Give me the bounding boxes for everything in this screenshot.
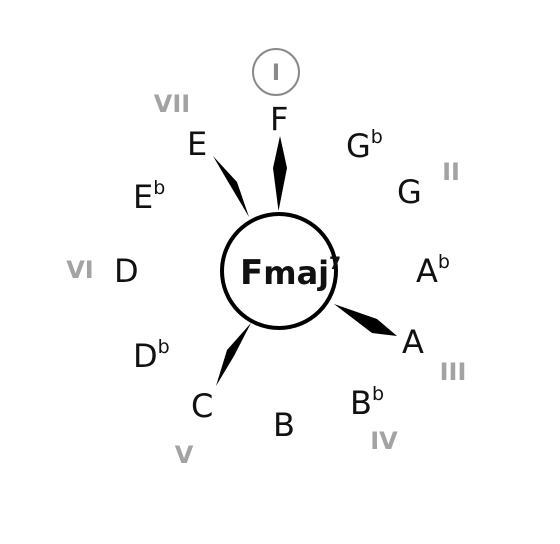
chord-extension: 7	[329, 254, 341, 274]
note-b-flat: Bb	[350, 383, 384, 422]
note-b: B	[273, 406, 295, 444]
spike-to-c	[216, 323, 251, 386]
note-g: G	[397, 173, 422, 211]
degree-ii: II	[442, 158, 460, 186]
note-f: F	[270, 100, 288, 138]
note-g-flat: Gb	[346, 126, 383, 165]
note-a: A	[402, 323, 424, 361]
note-c: C	[191, 387, 213, 425]
root-degree-ring	[252, 48, 300, 96]
chord-circle	[220, 212, 338, 330]
spike-to-a	[334, 304, 397, 336]
note-e-flat: Eb	[133, 177, 165, 216]
degree-vi: VI	[66, 256, 94, 284]
degree-vii: VII	[154, 90, 190, 118]
spike-to-f	[273, 136, 287, 211]
degree-i: I	[272, 61, 280, 86]
degree-iii: III	[440, 358, 467, 386]
note-a-flat: Ab	[416, 251, 450, 290]
note-d-flat: Db	[133, 336, 170, 375]
degree-iv: IV	[370, 427, 398, 455]
note-e: E	[187, 125, 207, 163]
chord-quality: maj	[263, 254, 329, 292]
spike-to-e	[213, 156, 249, 217]
chord-tone-spikes	[213, 136, 397, 386]
note-d: D	[114, 252, 139, 290]
degree-v: V	[175, 441, 194, 469]
chord-root: F	[240, 253, 263, 293]
chord-name: Fmaj7	[240, 253, 341, 293]
